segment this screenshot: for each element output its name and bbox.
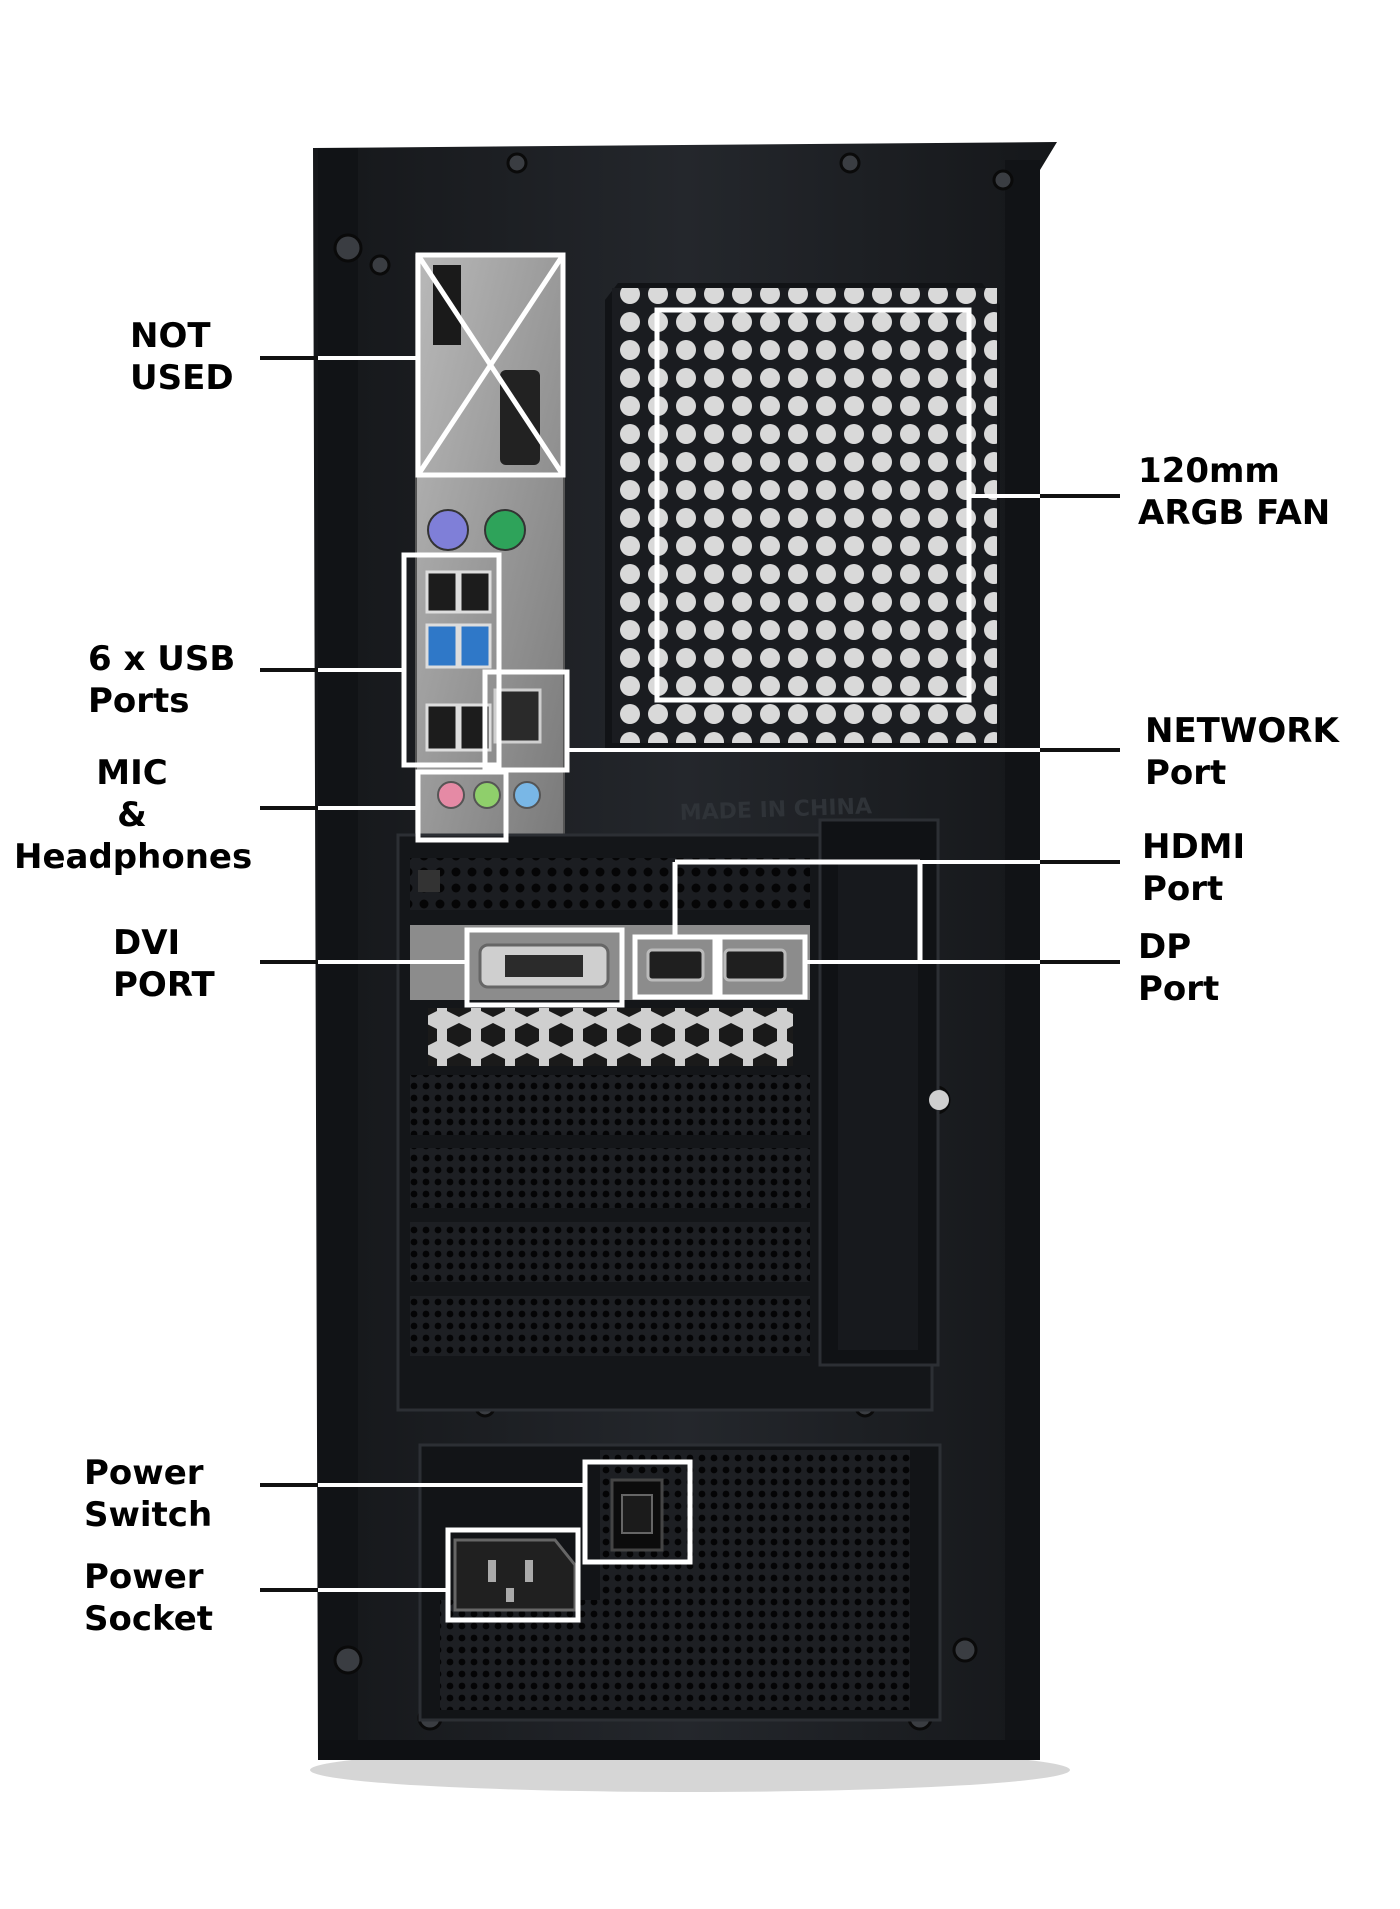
audio-jack-line-in bbox=[513, 781, 541, 809]
highlight-network bbox=[482, 669, 570, 773]
highlight-power-socket bbox=[445, 1527, 581, 1623]
highlight-fan bbox=[654, 307, 972, 703]
gpu-hex-grille bbox=[428, 1008, 793, 1066]
ethernet-port bbox=[493, 688, 542, 744]
highlight-power-switch bbox=[582, 1459, 693, 1565]
not-used-cross bbox=[415, 253, 566, 477]
io-shield bbox=[415, 254, 565, 841]
highlight-boxes bbox=[401, 252, 972, 1623]
psu bbox=[418, 1443, 942, 1722]
usb-port bbox=[425, 623, 459, 669]
ps2-keyboard-port bbox=[427, 509, 469, 551]
leader-lines bbox=[260, 356, 1120, 1592]
hdmi-port bbox=[646, 948, 705, 982]
usb-port bbox=[458, 623, 492, 669]
audio-jack-line-out bbox=[473, 781, 501, 809]
label-audio: MIC&Headphones bbox=[14, 753, 253, 877]
highlight-not-used bbox=[415, 252, 566, 478]
fan-grille bbox=[605, 283, 1000, 750]
highlight-usb bbox=[401, 552, 502, 768]
usb-port bbox=[425, 703, 459, 752]
highlight-dp bbox=[717, 934, 808, 1000]
usb-port bbox=[425, 570, 459, 614]
displayport-port bbox=[723, 948, 787, 982]
ps2-mouse-port bbox=[484, 509, 526, 551]
highlight-dvi bbox=[464, 927, 625, 1008]
audio-jack-mic bbox=[437, 781, 465, 809]
iec-power-socket bbox=[453, 1538, 577, 1612]
usb-port bbox=[458, 570, 492, 614]
usb-port-group bbox=[425, 570, 492, 752]
